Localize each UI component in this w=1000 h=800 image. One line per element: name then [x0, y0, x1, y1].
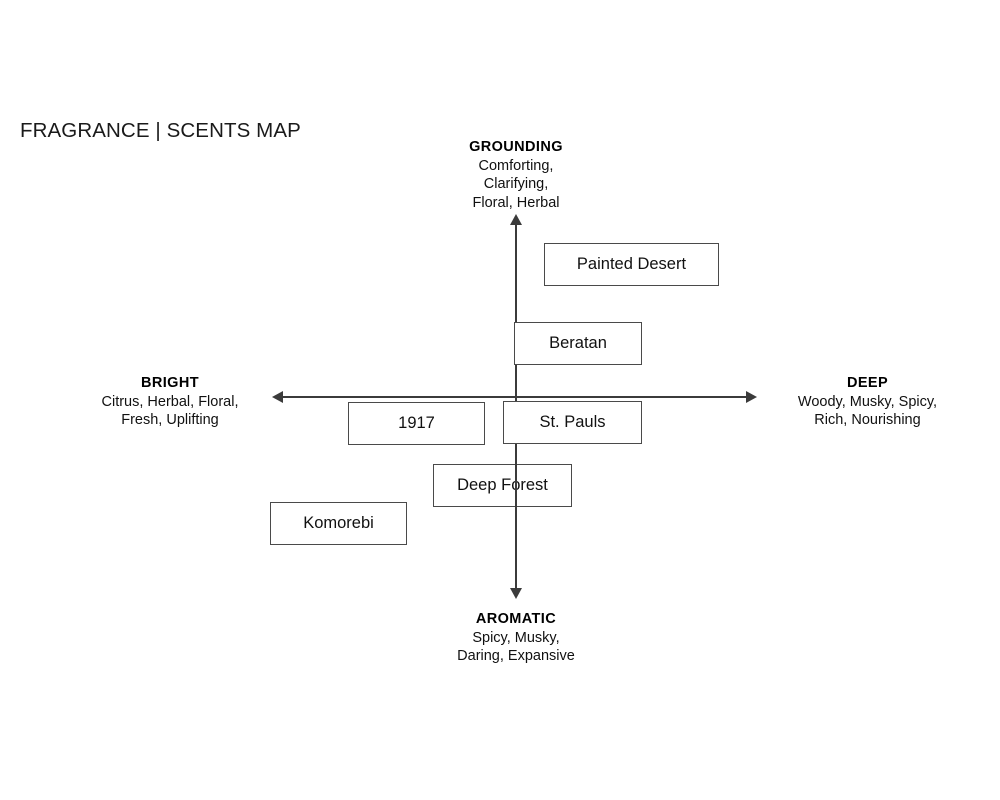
- axis-pole-deep-label: DEEP: [846, 375, 889, 391]
- axis-pole-aromatic-label: AROMATIC: [475, 611, 557, 627]
- axis-pole-grounding-label: GROUNDING: [469, 139, 563, 155]
- axis-arrow-down-icon: [510, 588, 522, 599]
- axis-arrow-left-icon: [272, 391, 283, 403]
- axis-pole-bright-label: BRIGHT: [141, 375, 199, 391]
- axis-pole-grounding-line-2: Clarifying,: [483, 176, 549, 192]
- axis-pole-grounding-line-3: Floral, Herbal: [472, 194, 560, 211]
- vertical-axis-overlay-segment: [515, 464, 517, 592]
- axis-pole-bright: BRIGHT Citrus, Herbal, Floral, Fresh, Up…: [70, 374, 270, 430]
- page-title: FRAGRANCE | SCENTS MAP: [20, 119, 301, 142]
- axis-pole-deep-line-1: Woody, Musky, Spicy,: [797, 393, 938, 410]
- scent-box-beratan[interactable]: Beratan: [514, 322, 642, 365]
- scent-box-painted-desert[interactable]: Painted Desert: [544, 243, 719, 286]
- scent-box-deep-forest[interactable]: Deep Forest: [433, 464, 572, 507]
- axis-pole-aromatic-line-1: Spicy, Musky,: [472, 629, 560, 646]
- axis-pole-aromatic-line-2: Daring, Expansive: [457, 648, 575, 664]
- axis-pole-deep-line-2: Rich, Nourishing: [814, 412, 921, 428]
- axis-arrow-right-icon: [746, 391, 757, 403]
- axis-pole-deep: DEEP Woody, Musky, Spicy, Rich, Nourishi…: [760, 374, 975, 430]
- scent-box-komorebi[interactable]: Komorebi: [270, 502, 407, 545]
- axis-pole-bright-line-1: Citrus, Herbal, Floral,: [101, 393, 239, 410]
- axis-pole-grounding: GROUNDING Comforting, Clarifying, Floral…: [416, 138, 616, 212]
- axis-pole-grounding-line-1: Comforting,: [478, 157, 554, 174]
- axis-pole-aromatic: AROMATIC Spicy, Musky, Daring, Expansive: [416, 610, 616, 666]
- scent-box-1917[interactable]: 1917: [348, 402, 485, 445]
- scent-box-st-pauls[interactable]: St. Pauls: [503, 401, 642, 444]
- axis-pole-bright-line-2: Fresh, Uplifting: [121, 412, 219, 428]
- horizontal-axis-line: [281, 396, 749, 398]
- axis-arrow-up-icon: [510, 214, 522, 225]
